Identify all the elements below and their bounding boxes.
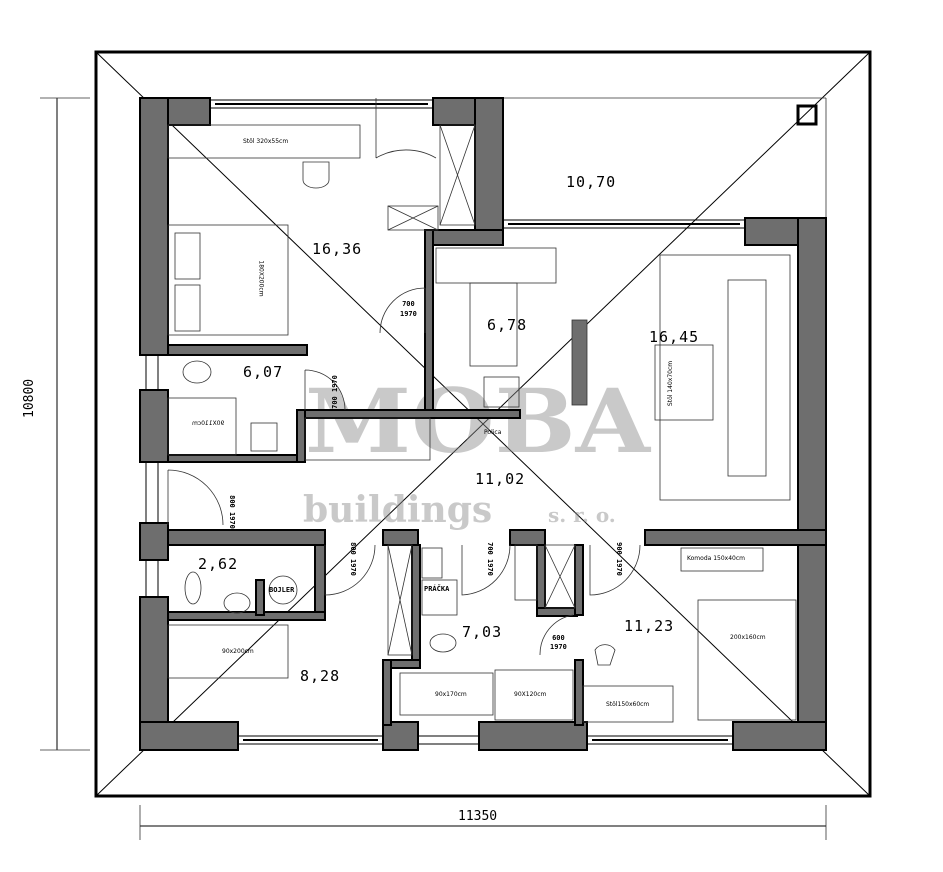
- door-label: 900 1970: [614, 542, 623, 576]
- door-swings: [167, 98, 641, 656]
- desk: [167, 124, 361, 159]
- room-area-label: 11,02: [475, 470, 526, 488]
- furniture-label: 90X110cm: [192, 420, 225, 427]
- dresser: [680, 547, 764, 572]
- height-dimension-label: 10800: [22, 378, 37, 418]
- sofa: [659, 254, 791, 501]
- furniture-label: 200x160cm: [730, 634, 766, 641]
- room-area-label: 8,28: [300, 667, 341, 685]
- shower: [167, 397, 237, 456]
- door-label: 700 1970: [485, 542, 494, 576]
- boiler-label: BOJLER: [269, 586, 295, 594]
- furniture-label: 90X120cm: [514, 691, 547, 698]
- svg-text:MOBA: MOBA: [305, 369, 652, 473]
- washer: [421, 579, 458, 616]
- room-area-label: 16,36: [312, 240, 363, 258]
- svg-text:s. r. o.: s. r. o.: [548, 503, 616, 527]
- furniture: [167, 124, 797, 723]
- desk-3: [582, 685, 674, 723]
- shower-2: [494, 669, 574, 721]
- width-dimension-label: 11350: [458, 809, 498, 824]
- room-area-label: 7,03: [462, 623, 503, 641]
- furniture-label: 90x200cm: [222, 648, 254, 655]
- chimney: [796, 104, 818, 126]
- furniture-label: 180X200cm: [257, 260, 265, 297]
- roof-hip-line: [95, 51, 871, 797]
- furniture-label: Stôl 140x70cm: [667, 360, 675, 407]
- furniture-label: Stôl 320x55cm: [243, 138, 289, 145]
- bed-2: [167, 624, 289, 679]
- door-label: 800 1970: [348, 542, 357, 576]
- fridge: [483, 376, 520, 408]
- bathtub: [399, 672, 494, 716]
- toilet: [182, 360, 212, 384]
- room-area-label: 6,07: [243, 363, 284, 381]
- room-area-label: 16,45: [649, 328, 700, 346]
- bed-3: [697, 599, 797, 721]
- furniture-label: Komoda 150x40cm: [687, 555, 745, 562]
- furniture-label: 90x170cm: [435, 691, 467, 698]
- chair: [302, 161, 330, 189]
- washer-label: PRÁČKA: [424, 585, 450, 593]
- walls: [139, 97, 827, 751]
- room-area-label: 10,70: [566, 173, 617, 191]
- wardrobe: [304, 417, 431, 461]
- bed: [167, 224, 289, 336]
- svg-text:buildings: buildings: [303, 489, 492, 531]
- boiler: [268, 575, 298, 605]
- watermark-logo: MOBA buildings s. r. o.: [303, 369, 652, 531]
- door-label: 700 1970: [330, 375, 339, 409]
- room-area-label: 2,62: [198, 555, 239, 573]
- roof-outline: [94, 50, 872, 798]
- furniture-label: Polica: [484, 429, 502, 436]
- sink: [250, 422, 278, 452]
- room-area-label: 11,23: [624, 617, 675, 635]
- furniture-label: Stôl150x60cm: [606, 701, 650, 708]
- tv-unit: [571, 319, 588, 406]
- door-label: 800 1970: [227, 495, 236, 529]
- coffee-table: [654, 344, 714, 421]
- room-area-label: 6,78: [487, 316, 528, 334]
